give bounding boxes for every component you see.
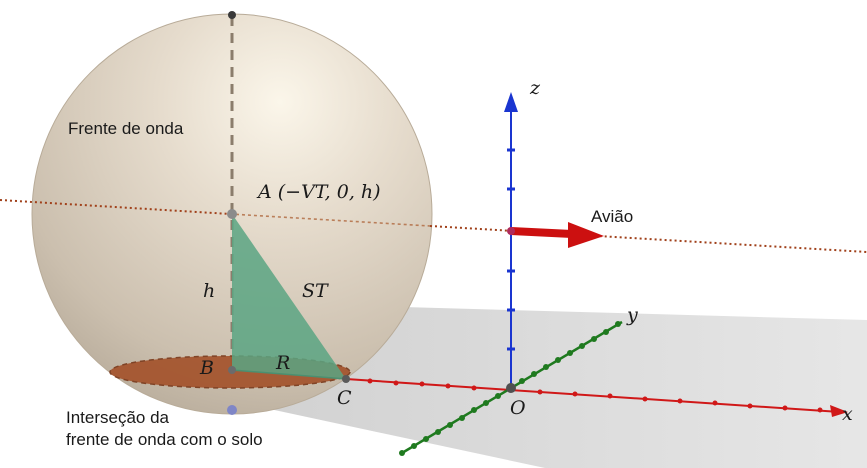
plane-velocity-arrowhead (568, 222, 604, 248)
z-axis-label: z (529, 77, 541, 99)
flight-path-left (0, 199, 231, 215)
origin-point (506, 383, 516, 393)
segment-bc (231, 369, 347, 380)
z-axis-ticks (507, 148, 515, 351)
y-axis-ticks (399, 321, 621, 456)
plane-velocity-shaft (510, 227, 573, 238)
intersection-label-line2: frente de onda com o solo (66, 430, 263, 449)
x-axis-ticks (367, 378, 823, 413)
point-c-label: C (337, 387, 352, 409)
point-b-label: B (199, 357, 214, 379)
plane-label: Avião (591, 207, 633, 226)
x-axis-label: x (842, 403, 853, 425)
y-axis-label: y (626, 304, 638, 326)
height-label: h (203, 280, 215, 302)
flight-path-right (429, 225, 867, 253)
slant-label: ST (302, 280, 329, 302)
z-axis-arrow (504, 92, 518, 112)
point-a-label: A(−VT, 0, h) (256, 181, 381, 203)
point-a (227, 209, 237, 219)
x-axis (345, 378, 841, 413)
wavefront-label: Frente de onda (68, 119, 184, 138)
point-c (342, 375, 350, 383)
bottom-point (227, 405, 237, 415)
intersection-label-line1: Interseção da (66, 408, 170, 427)
x-axis-arrow (830, 405, 848, 417)
top-point (228, 11, 236, 19)
radius-label: R (275, 352, 290, 374)
origin-label: O (510, 397, 526, 419)
plane-point (507, 227, 515, 235)
right-triangle-abc (232, 214, 346, 379)
point-b (228, 366, 236, 374)
